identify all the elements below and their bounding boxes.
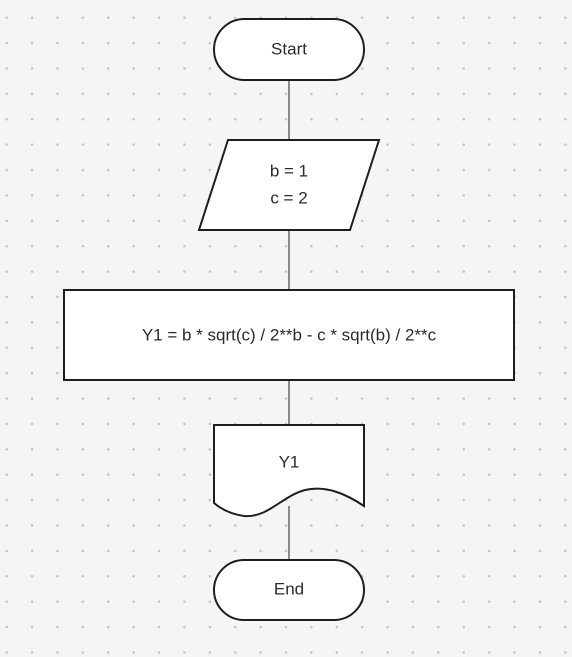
- input-shape: [197, 139, 381, 231]
- output-label: Y1: [279, 452, 300, 471]
- start-shape: [213, 18, 365, 81]
- output-node[interactable]: Y1: [213, 424, 365, 518]
- end-node[interactable]: End: [213, 559, 365, 621]
- input-line-2: c = 2: [270, 188, 307, 207]
- end-shape: [213, 559, 365, 621]
- process-label: Y1 = b * sqrt(c) / 2**b - c * sqrt(b) / …: [142, 325, 437, 344]
- input-line-1: b = 1: [270, 161, 308, 180]
- input-node[interactable]: b = 1 c = 2: [197, 139, 381, 231]
- output-shape: [213, 424, 365, 518]
- process-shape: [63, 289, 515, 381]
- start-node[interactable]: Start: [213, 18, 365, 81]
- end-label: End: [274, 579, 304, 598]
- process-node[interactable]: Y1 = b * sqrt(c) / 2**b - c * sqrt(b) / …: [63, 289, 515, 381]
- start-label: Start: [271, 39, 307, 58]
